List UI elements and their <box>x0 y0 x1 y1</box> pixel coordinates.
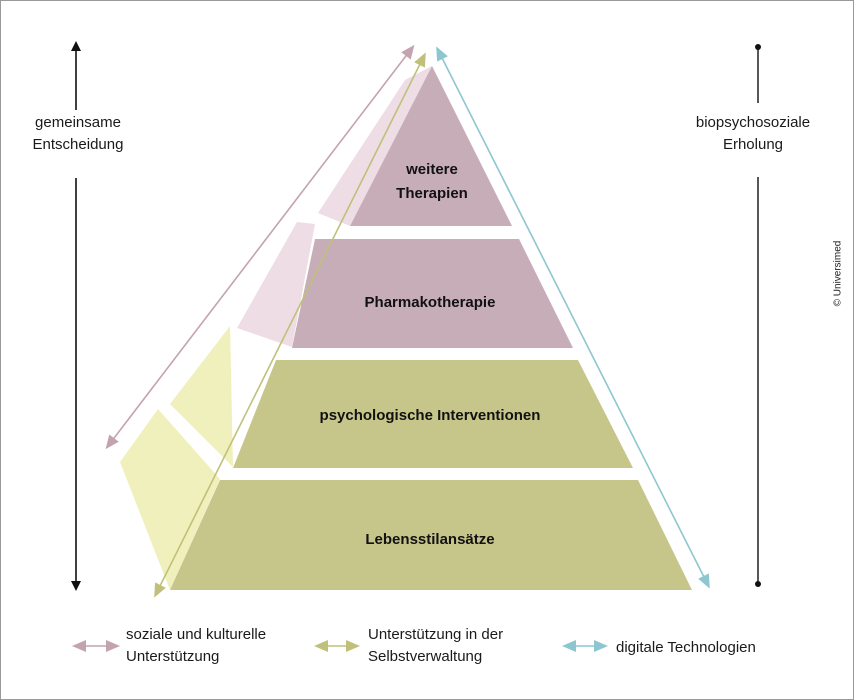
level-top-label-1: weitere <box>405 161 458 178</box>
left-axis-label: gemeinsame Entscheidung <box>32 114 124 153</box>
level-pharma-label: Pharmakotherapie <box>365 294 496 311</box>
level-lifestyle-label: Lebensstilansätze <box>365 531 494 548</box>
right-axis-dot-top <box>755 44 761 50</box>
level-psych-label: psychologische Interventionen <box>320 407 541 424</box>
copyright-notice: © Universimed <box>832 240 844 307</box>
legend-digital-label: digitale Technologien <box>616 639 756 656</box>
digital-tech-arrow <box>436 46 710 589</box>
right-axis-label: biopsychosoziale Erholung <box>695 114 811 153</box>
level-top-label-2: Therapien <box>396 185 468 202</box>
self-management-arrow <box>154 52 426 598</box>
legend-social-label: soziale und kulturelle Unterstützung <box>126 626 267 665</box>
right-axis-dot-bottom <box>755 581 761 587</box>
legend-self-label: Unterstützung in der Selbstverwaltung <box>368 626 504 665</box>
